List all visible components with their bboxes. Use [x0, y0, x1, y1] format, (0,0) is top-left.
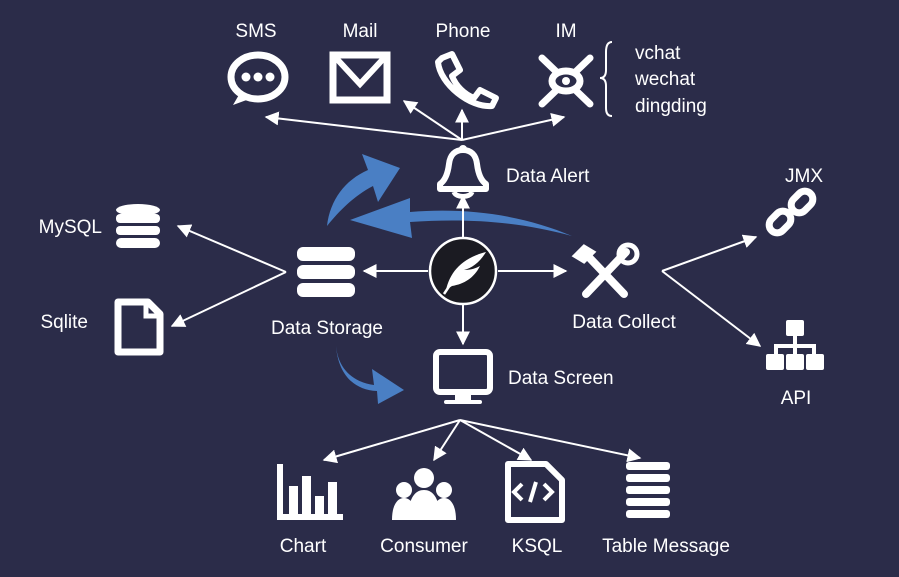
file-icon: [114, 298, 164, 356]
table-message-node: Table Message: [602, 462, 730, 557]
phone-node: Phone: [435, 21, 499, 110]
api-node: API: [766, 320, 824, 409]
hub-node: [428, 236, 498, 306]
screen-to-consumer-arrow: [433, 419, 461, 462]
table-lines-icon: [626, 462, 670, 518]
collect-to-api-arrow: [661, 270, 762, 347]
screen-views: Chart Consumer KSQL: [277, 461, 730, 557]
sms-label: SMS: [235, 21, 276, 42]
data-storage-node: Data Storage: [271, 247, 383, 339]
database-icon: [116, 204, 160, 248]
storage-to-sqlite-arrow: [170, 271, 287, 327]
data-alert-label: Data Alert: [506, 166, 590, 187]
data-collect-node: Data Collect: [571, 242, 676, 333]
alert-to-sms-arrow: [264, 111, 463, 141]
mail-label: Mail: [343, 21, 378, 42]
screen-to-table-arrow: [459, 419, 642, 463]
storage-stack-icon: [297, 247, 355, 297]
screen-to-chart-arrow: [322, 419, 461, 464]
chart-node: Chart: [277, 464, 343, 557]
im-node: IM: [538, 21, 594, 108]
bell-icon: [437, 145, 489, 199]
im-icon: [538, 54, 594, 108]
alert-to-mail-arrow: [402, 100, 463, 141]
im-label: IM: [555, 21, 576, 42]
tools-icon: [571, 242, 640, 298]
mysql-label: MySQL: [39, 217, 102, 238]
table-message-label: Table Message: [602, 536, 730, 557]
mail-node: Mail: [329, 21, 391, 104]
data-storage-label: Data Storage: [271, 318, 383, 339]
im-app-dingding: dingding: [635, 96, 707, 117]
storage-to-mysql-arrow: [176, 224, 287, 273]
im-apps-list: vchat wechat dingding: [599, 41, 707, 117]
flow-arrows: [327, 154, 572, 404]
alert-to-im-arrow: [461, 112, 566, 141]
collect-to-jmx-arrow: [661, 234, 758, 272]
jmx-node: JMX: [765, 166, 823, 237]
code-file-icon: [505, 461, 565, 523]
consumer-node: Consumer: [380, 468, 468, 557]
chart-label: Chart: [280, 536, 327, 557]
network-icon: [766, 320, 824, 370]
im-app-wechat: wechat: [634, 69, 696, 90]
feather-logo-icon: [442, 252, 486, 295]
collect-to-storage-flow-arrow: [350, 198, 572, 238]
phone-icon: [435, 51, 499, 110]
api-label: API: [781, 388, 812, 409]
screen-to-ksql-arrow: [459, 419, 533, 461]
jmx-label: JMX: [785, 166, 823, 187]
link-icon: [765, 187, 817, 237]
im-apps-brace: [599, 41, 613, 117]
im-app-vchat: vchat: [635, 43, 681, 64]
sqlite-node: Sqlite: [40, 298, 164, 356]
connectors: [170, 100, 762, 464]
alert-channels: SMS Mail Phone IM: [227, 21, 707, 117]
mail-icon: [329, 51, 391, 104]
storage-to-alert-flow-arrow: [327, 154, 400, 226]
ksql-label: KSQL: [512, 536, 563, 557]
users-icon: [392, 468, 456, 520]
bar-chart-icon: [277, 464, 343, 520]
mysql-node: MySQL: [39, 204, 160, 248]
ksql-node: KSQL: [505, 461, 565, 557]
storage-to-screen-flow-arrow: [336, 346, 404, 404]
data-screen-node: Data Screen: [433, 349, 614, 404]
consumer-label: Consumer: [380, 536, 468, 557]
monitor-icon: [433, 349, 493, 404]
sms-node: SMS: [227, 21, 289, 105]
data-collect-label: Data Collect: [572, 312, 676, 333]
data-alert-node: Data Alert: [437, 145, 590, 199]
chat-bubble-icon: [227, 51, 289, 105]
phone-label: Phone: [436, 21, 491, 42]
data-screen-label: Data Screen: [508, 368, 614, 389]
sqlite-label: Sqlite: [40, 312, 88, 333]
